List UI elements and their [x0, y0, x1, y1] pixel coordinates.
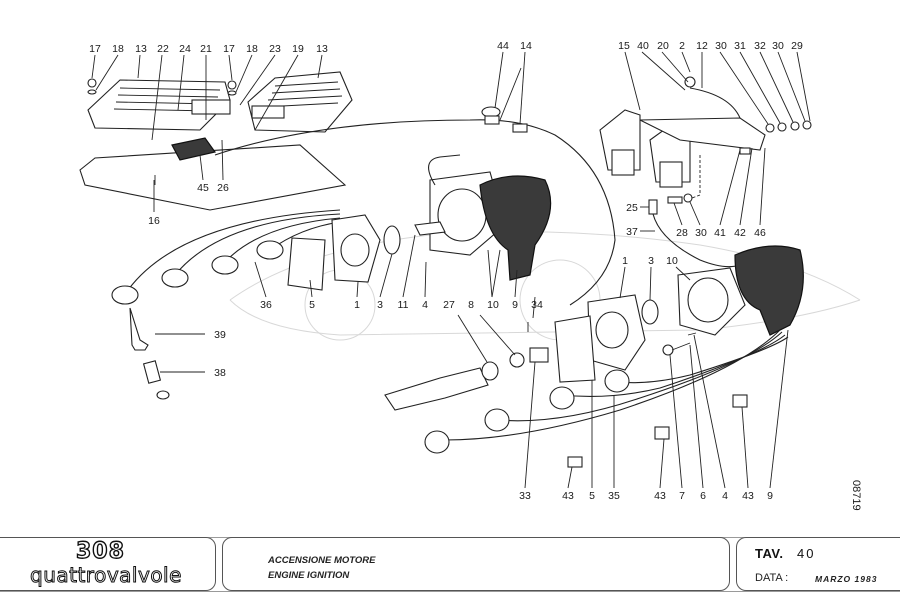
date-value: MARZO 1983 [815, 574, 878, 584]
callout-43: 43 [742, 490, 754, 502]
callout-46: 46 [754, 227, 766, 239]
ht-leads-left [111, 209, 341, 305]
callout-37: 37 [626, 226, 638, 238]
nuts-washers-17-18 [87, 78, 237, 96]
cable-clips-43 [567, 394, 748, 468]
callout-6: 6 [700, 490, 706, 502]
ecu-right [247, 71, 353, 133]
spark-plug-and-cap [129, 307, 170, 400]
description-box: ACCENSIONE MOTORE ENGINE IGNITION [222, 537, 730, 591]
callout-23: 23 [269, 43, 281, 55]
callout-38: 38 [214, 367, 226, 379]
callout-13: 13 [316, 43, 328, 55]
leader-lines [91, 51, 811, 489]
callout-1: 1 [622, 255, 628, 267]
distributor-lower [554, 245, 804, 383]
callout-18: 18 [246, 43, 258, 55]
callout-33: 33 [519, 490, 531, 502]
callout-17: 17 [223, 43, 235, 55]
callout-7: 7 [679, 490, 685, 502]
callout-22: 22 [157, 43, 169, 55]
distributor-shaft [384, 322, 549, 411]
callout-45: 45 [197, 182, 209, 194]
callout-34: 34 [531, 299, 543, 311]
wire-ecu-to-sensor [214, 119, 616, 306]
callout-31: 31 [734, 40, 746, 52]
callout-43: 43 [562, 490, 574, 502]
ecu-left [87, 79, 231, 131]
callout-27: 27 [443, 299, 455, 311]
callout-42: 42 [734, 227, 746, 239]
ignition-coils [599, 76, 812, 203]
callout-2: 2 [679, 40, 685, 52]
callout-29: 29 [791, 40, 803, 52]
callout-3: 3 [377, 299, 383, 311]
callout-18: 18 [112, 43, 124, 55]
callout-13: 13 [135, 43, 147, 55]
callout-10: 10 [487, 299, 499, 311]
callout-labels: 17 18 13 22 24 21 17 18 23 19 13 44 14 1… [89, 40, 803, 502]
callout-5: 5 [309, 299, 315, 311]
callout-39: 39 [214, 329, 226, 341]
callout-4: 4 [422, 299, 428, 311]
description-english: ENGINE IGNITION [268, 570, 350, 581]
callout-8: 8 [468, 299, 474, 311]
title-block: 308 quattrovalvole ACCENSIONE MOTORE ENG… [0, 530, 900, 597]
logo-wordmark: quattrovalvole [30, 563, 182, 587]
callout-43: 43 [654, 490, 666, 502]
connector-44-14 [481, 106, 528, 133]
callout-41: 41 [714, 227, 726, 239]
logo-number: 308 [75, 539, 125, 564]
callout-44: 44 [497, 40, 509, 52]
exploded-parts-diagram: 17 18 13 22 24 21 17 18 23 19 13 44 14 1… [79, 40, 861, 502]
callout-1: 1 [354, 299, 360, 311]
tav-number: 40 [797, 546, 816, 561]
mounting-plate [79, 144, 347, 211]
callout-5: 5 [589, 490, 595, 502]
callout-3: 3 [648, 255, 654, 267]
plate-info-box: TAV. 40 DATA : MARZO 1983 [736, 537, 900, 591]
callout-9: 9 [767, 490, 773, 502]
callout-40: 40 [637, 40, 649, 52]
callout-20: 20 [657, 40, 669, 52]
callout-25: 25 [626, 202, 638, 214]
callout-11: 11 [398, 299, 409, 311]
callout-15: 15 [618, 40, 630, 52]
distributor-upper [287, 154, 552, 291]
callout-9: 9 [512, 299, 518, 311]
callout-35: 35 [608, 490, 620, 502]
callout-19: 19 [292, 43, 304, 55]
callout-17: 17 [89, 43, 101, 55]
description-italian: ACCENSIONE MOTORE [268, 555, 376, 566]
callout-10: 10 [666, 255, 678, 267]
callout-14: 14 [520, 40, 532, 52]
title-block-bottom-rule [0, 591, 900, 592]
callout-30: 30 [695, 227, 707, 239]
callout-30: 30 [772, 40, 784, 52]
callout-12: 12 [696, 40, 708, 52]
callout-21: 21 [200, 43, 212, 55]
callout-30: 30 [715, 40, 727, 52]
drawing-code: 08719 [850, 480, 862, 511]
callout-32: 32 [754, 40, 766, 52]
callout-28: 28 [676, 227, 688, 239]
callout-26: 26 [217, 182, 229, 194]
callout-36: 36 [260, 299, 272, 311]
connector-boot-45 [171, 137, 217, 161]
tav-label: TAV. [755, 546, 784, 561]
logo-box: 308 quattrovalvole [0, 537, 216, 591]
callout-4: 4 [722, 490, 728, 502]
callout-24: 24 [179, 43, 191, 55]
date-label: DATA : [755, 572, 789, 584]
callout-16: 16 [148, 215, 160, 227]
ht-leads-right [424, 329, 789, 454]
